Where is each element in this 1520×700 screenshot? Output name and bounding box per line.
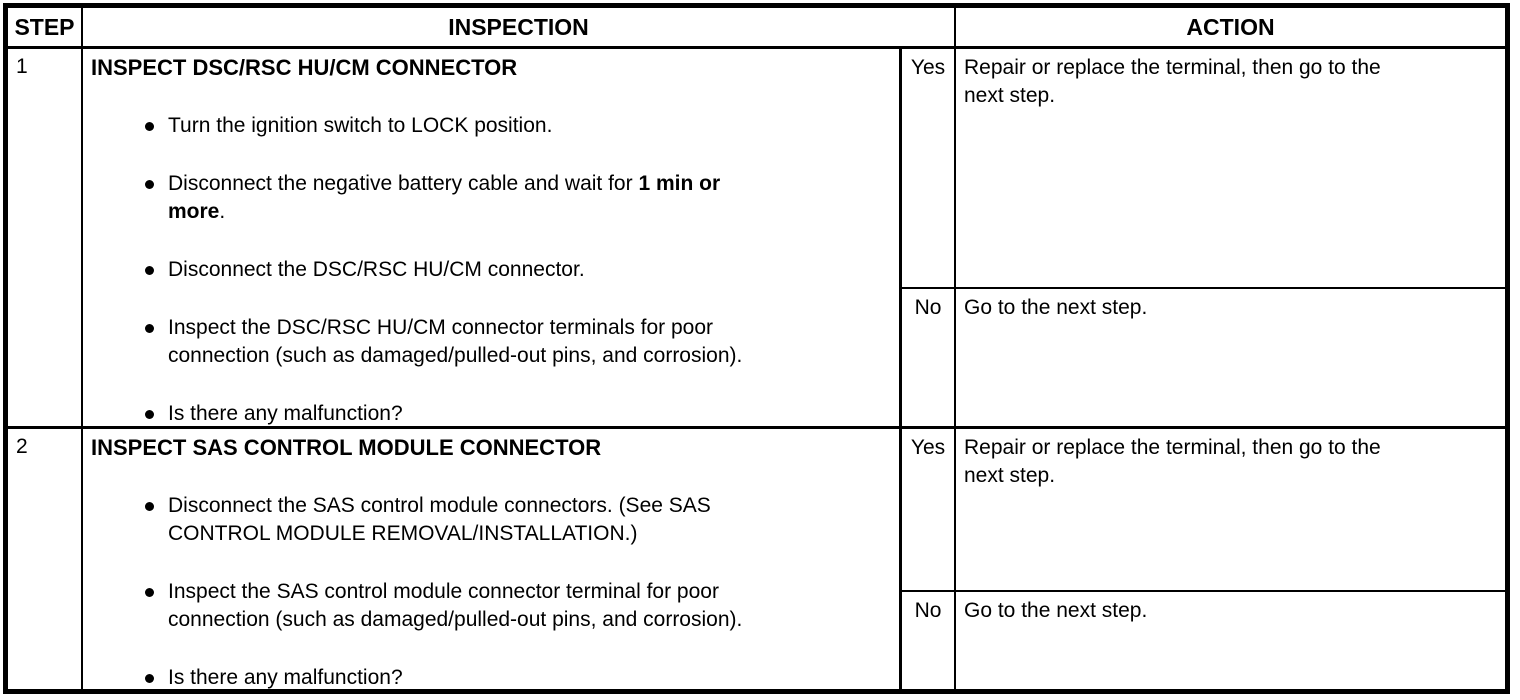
- bullet-text: Is there any malfunction?: [168, 666, 403, 689]
- bullet-list: Disconnect the SAS control module connec…: [88, 492, 887, 689]
- inspection-cell: INSPECT DSC/RSC HU/CM CONNECTOR Turn the…: [83, 49, 902, 426]
- bullet-list: Turn the ignition switch to LOCK positio…: [88, 112, 887, 426]
- table-row: 2 INSPECT SAS CONTROL MODULE CONNECTOR D…: [8, 429, 1505, 689]
- action-text: Go to the next step.: [964, 599, 1148, 622]
- yes-no-cell: Yes: [902, 429, 956, 590]
- bullet-icon: [145, 122, 154, 131]
- bullet-item: Inspect the SAS control module connector…: [88, 578, 887, 634]
- yes-no-cell: Yes: [902, 49, 956, 287]
- diagnostic-inspection-table: STEP INSPECTION ACTION 1 INSPECT DSC/RSC…: [3, 3, 1510, 694]
- bullet-item: Disconnect the negative battery cable an…: [88, 170, 887, 226]
- action-text: Repair or replace the terminal, then go …: [964, 56, 1381, 107]
- action-text: Repair or replace the terminal, then go …: [964, 436, 1381, 487]
- bullet-text: Inspect the SAS control module connector…: [168, 580, 743, 631]
- bullet-icon: [145, 180, 154, 189]
- table-body: 1 INSPECT DSC/RSC HU/CM CONNECTOR Turn t…: [8, 49, 1505, 689]
- bullet-text: Disconnect the DSC/RSC HU/CM connector.: [168, 258, 585, 281]
- step-number: 2: [8, 429, 83, 689]
- bullet-icon: [145, 410, 154, 419]
- bullet-item: Is there any malfunction?: [88, 664, 887, 689]
- step-number: 1: [8, 49, 83, 426]
- inspection-title: INSPECT DSC/RSC HU/CM CONNECTOR: [91, 55, 518, 80]
- bullet-icon: [145, 674, 154, 683]
- bullet-text: Inspect the DSC/RSC HU/CM connector term…: [168, 316, 743, 367]
- bullet-icon: [145, 588, 154, 597]
- bullet-item: Is there any malfunction?: [88, 400, 887, 426]
- bullet-item: Disconnect the SAS control module connec…: [88, 492, 887, 548]
- bullet-icon: [145, 266, 154, 275]
- column-header-action: ACTION: [1186, 13, 1275, 40]
- bullet-icon: [145, 324, 154, 333]
- action-sub-row: No Go to the next step.: [902, 592, 1505, 689]
- table-header-row: STEP INSPECTION ACTION: [8, 8, 1505, 49]
- bullet-text: Turn the ignition switch to LOCK positio…: [168, 114, 553, 137]
- inspection-cell: INSPECT SAS CONTROL MODULE CONNECTOR Dis…: [83, 429, 902, 689]
- column-header-inspection: INSPECTION: [83, 8, 956, 46]
- yes-no-cell: No: [902, 289, 956, 426]
- bullet-item: Disconnect the DSC/RSC HU/CM connector.: [88, 256, 887, 284]
- bullet-text: Disconnect the SAS control module connec…: [168, 494, 711, 545]
- bullet-text: Disconnect the negative battery cable an…: [168, 172, 721, 223]
- action-text: Go to the next step.: [964, 296, 1148, 319]
- action-sub-row: No Go to the next step.: [902, 289, 1505, 426]
- bullet-item: Inspect the DSC/RSC HU/CM connector term…: [88, 314, 887, 370]
- table-row: 1 INSPECT DSC/RSC HU/CM CONNECTOR Turn t…: [8, 49, 1505, 429]
- bullet-item: Turn the ignition switch to LOCK positio…: [88, 112, 887, 140]
- bullet-icon: [145, 502, 154, 511]
- column-header-step: STEP: [8, 8, 83, 46]
- bullet-text: Is there any malfunction?: [168, 402, 403, 425]
- yes-no-cell: No: [902, 592, 956, 689]
- inspection-title: INSPECT SAS CONTROL MODULE CONNECTOR: [91, 435, 602, 460]
